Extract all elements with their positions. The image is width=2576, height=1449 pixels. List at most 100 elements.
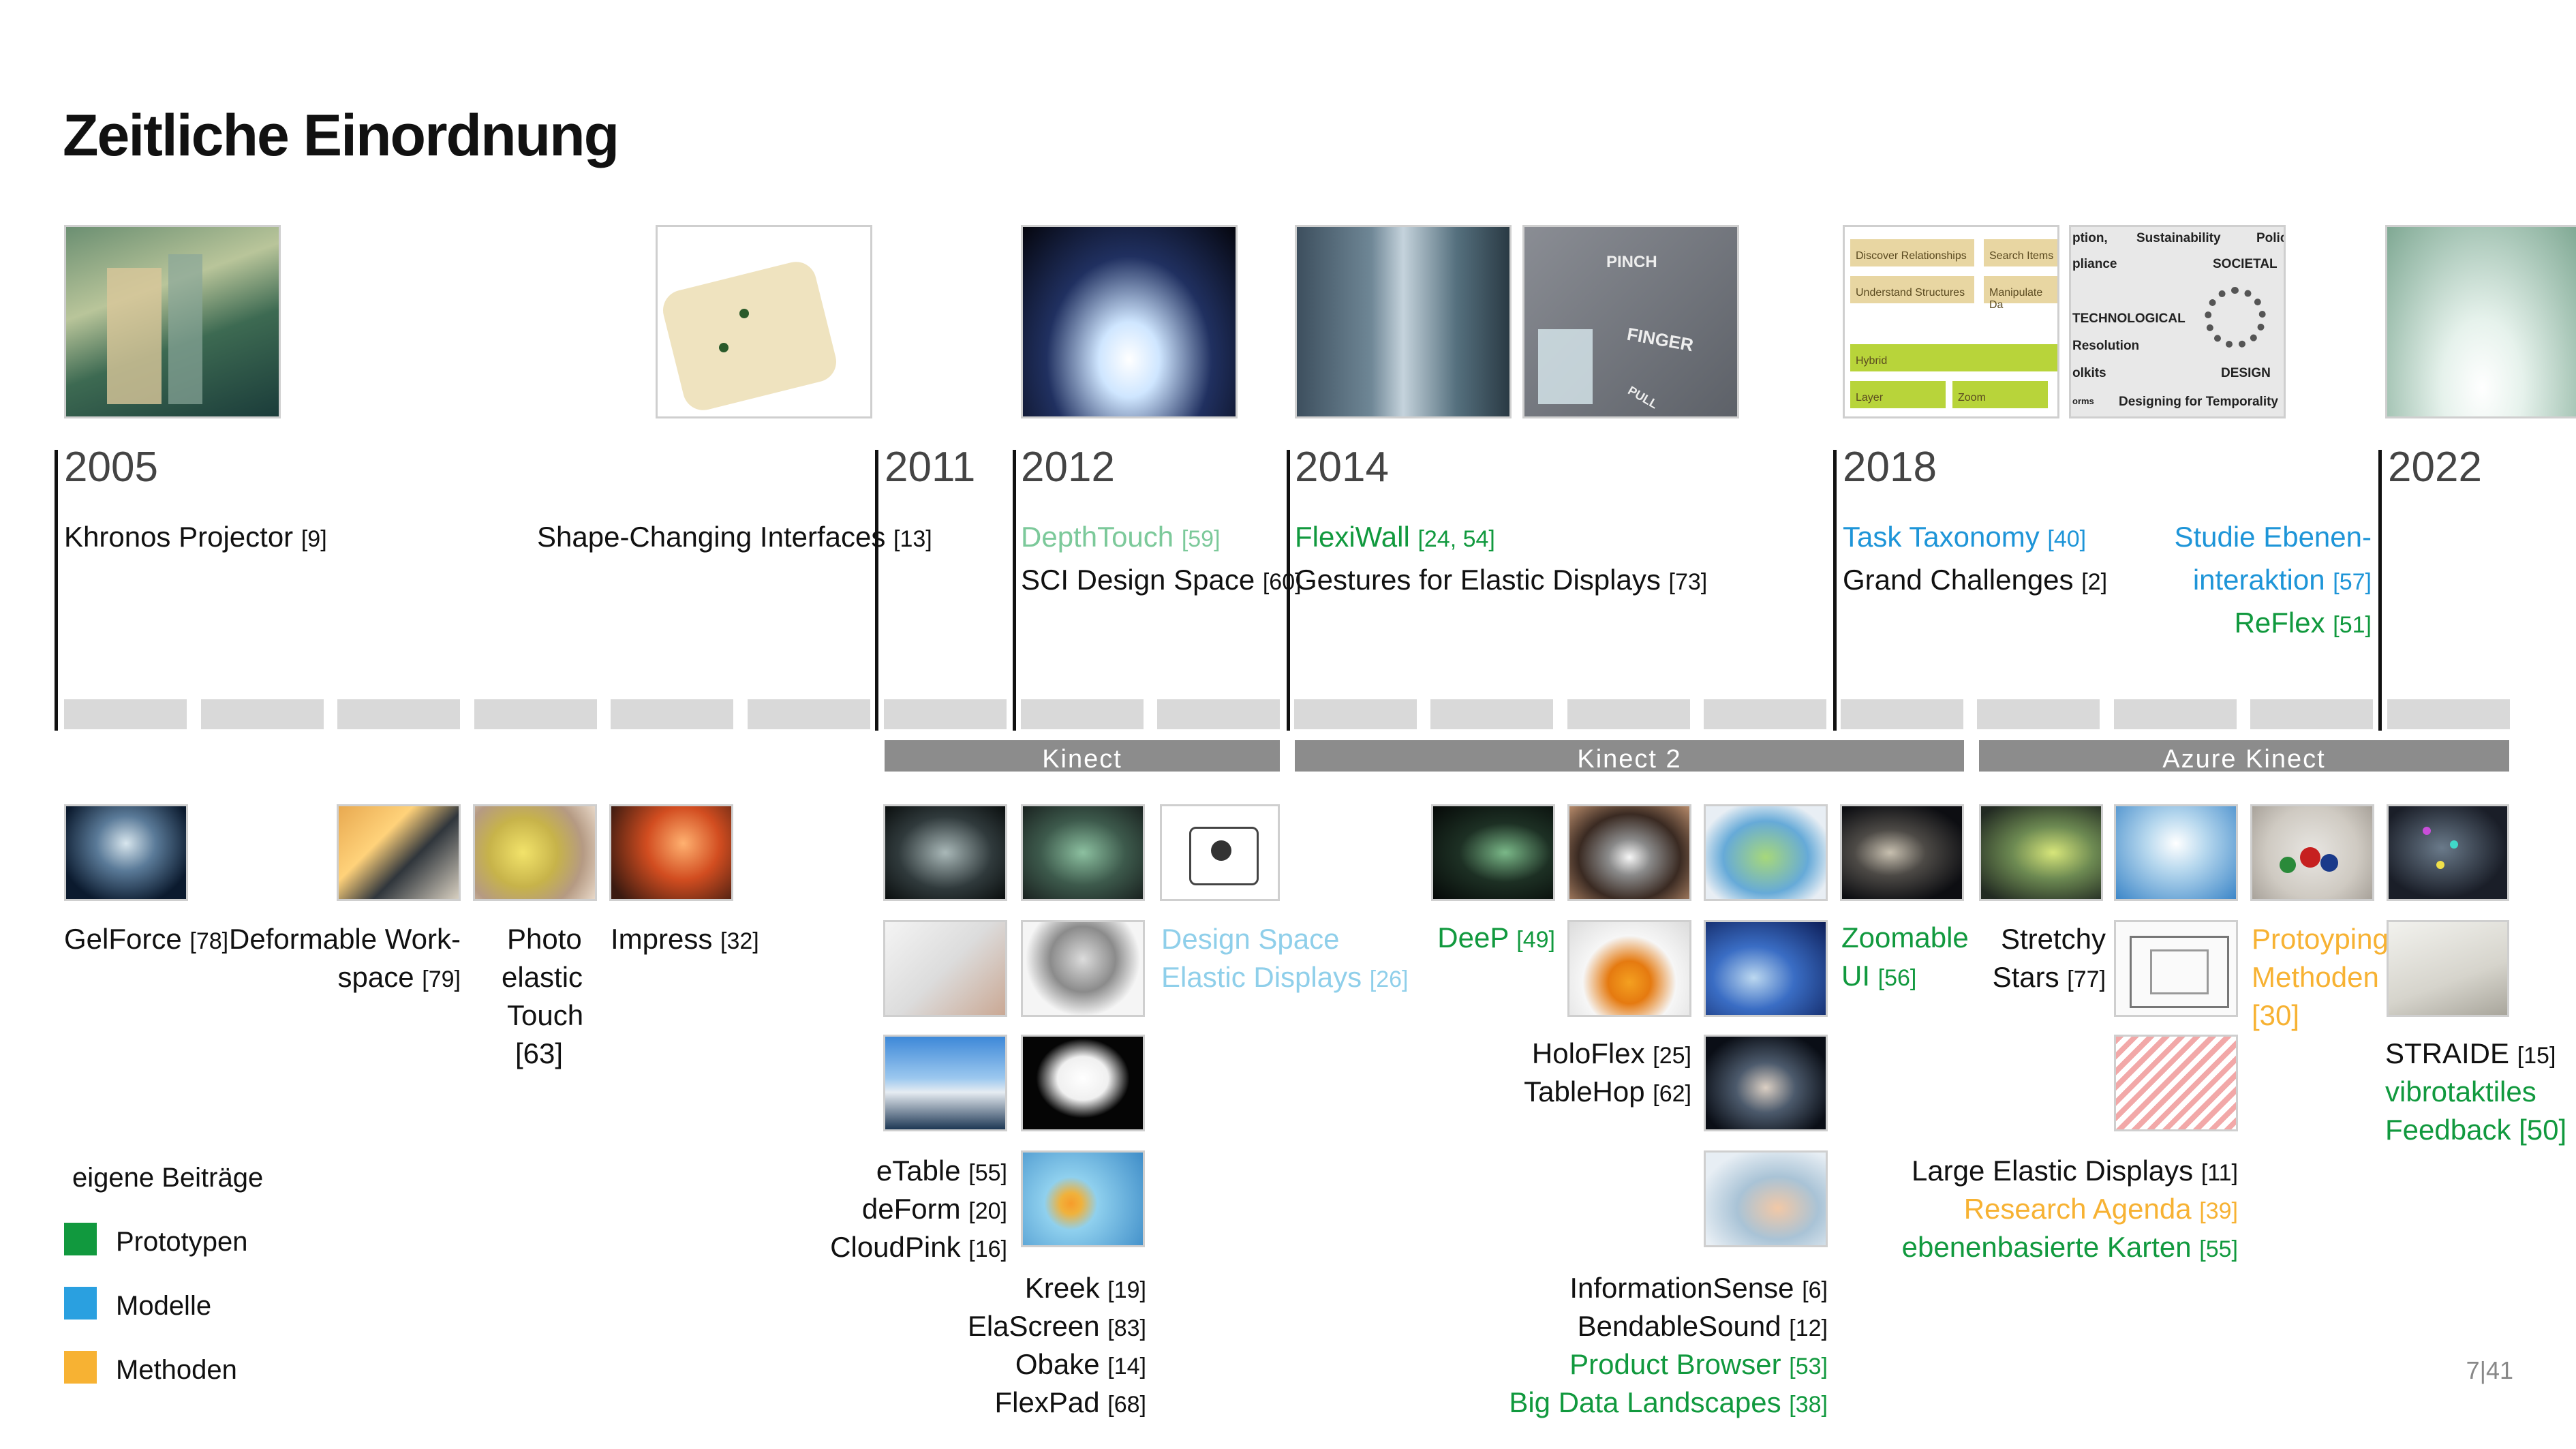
design-space-label: Elastic Displays [26]: [1161, 961, 1409, 993]
year-2014: 2014: [1295, 444, 1389, 491]
legend-item-models: Modelle: [116, 1291, 212, 1321]
photoelastic-label: [63]: [515, 1037, 564, 1069]
gelforce-label: GelForce [78]: [64, 923, 229, 955]
cloudpink-label: CloudPink [16]: [830, 1231, 1007, 1263]
task-box: Understand Structures: [1850, 276, 1974, 303]
gear-icon: [2205, 287, 2266, 348]
photoelastic-label: elastic: [502, 961, 583, 993]
pinch-text: PINCH: [1606, 253, 1657, 271]
impress-label: Impress [32]: [611, 923, 759, 955]
year-line-2018: [1833, 450, 1837, 731]
legend-item-methods: Methoden: [116, 1355, 237, 1385]
timeline-segment: [1977, 699, 2100, 729]
protoyping-methoden-label: Protoyping: [2252, 923, 2389, 955]
year-line-2022: [2378, 450, 2382, 731]
year-line-2005: [55, 450, 58, 731]
product-browser-label: Product Browser [53]: [1569, 1348, 1828, 1380]
research-agenda-image: [2114, 804, 2238, 901]
impress-image: [609, 804, 733, 901]
finger-text: FINGER: [1625, 323, 1696, 356]
legend-heading: eigene Beiträge: [72, 1163, 264, 1193]
cloudpink-image: [883, 1035, 1007, 1131]
informationsense-image: [1704, 1035, 1828, 1131]
ebenenbasierte-karten-label: ebenenbasierte Karten [55]: [1901, 1231, 2238, 1263]
flexiwall-label: FlexiWall [24, 54]: [1295, 521, 1495, 553]
sci-design-space-label: SCI Design Space [60]: [1021, 564, 1302, 596]
tablehop-image-1: [1704, 804, 1828, 901]
timeline-segment: [2250, 699, 2373, 729]
research-agenda-label: Research Agenda [39]: [1963, 1193, 2238, 1225]
design-space-image: [1160, 804, 1280, 901]
timeline-segment: [1430, 699, 1553, 729]
task-taxonomy-label: Task Taxonomy [40]: [1843, 521, 2087, 553]
large-elastic-displays-image-1: [2114, 920, 2238, 1017]
zoomable-ui-image: [1840, 804, 1964, 901]
gestures-label: Gestures for Elastic Displays [73]: [1295, 564, 1708, 596]
legend-swatch-methods: [64, 1351, 97, 1384]
reflex-label: ReFlex [51]: [2234, 607, 2372, 639]
photoelastic-label: Photo: [507, 923, 582, 955]
azure-kinect-bar: Azure Kinect: [1979, 740, 2509, 774]
legend-swatch-models: [64, 1287, 97, 1320]
deform-image-1: [1021, 804, 1145, 901]
straide-image-1: [2387, 804, 2509, 901]
tablehop-label: TableHop [62]: [1524, 1076, 1691, 1108]
depthtouch-image: [1021, 225, 1238, 418]
gestures-image: PINCH FINGER PULL: [1522, 225, 1739, 418]
task-box: Discover Relationships: [1850, 239, 1974, 266]
timeline-segment: [2113, 699, 2237, 729]
timeline-segment: [337, 699, 460, 729]
flexpad-label: FlexPad [68]: [994, 1386, 1146, 1418]
year-line-2014: [1287, 450, 1290, 731]
timeline-segment: [1157, 699, 1280, 729]
timeline-segment: [1293, 699, 1417, 729]
gelforce-image: [64, 804, 188, 901]
grand-challenges-image: ption, Sustainability Polic pliance SOCI…: [2069, 225, 2286, 418]
grand-challenges-label: Grand Challenges [2]: [1843, 564, 2108, 596]
protoyping-methoden-label: [30]: [2252, 999, 2300, 1031]
holoflex-image-2: [1567, 920, 1691, 1017]
etable-image-1: [883, 804, 1007, 901]
timeline-segment: [1567, 699, 1690, 729]
deformable-workspace-image: [337, 804, 461, 901]
timeline-segment: [611, 699, 733, 729]
timeline-segment: [1020, 699, 1144, 729]
tablehop-image-2: [1704, 920, 1828, 1017]
year-2011: 2011: [885, 444, 976, 491]
holoflex-image-1: [1567, 804, 1691, 901]
year-2022: 2022: [2388, 444, 2482, 491]
task-taxonomy-image: Discover Relationships Search Items Unde…: [1843, 225, 2059, 418]
obake-label: Obake [14]: [1015, 1348, 1146, 1380]
interaction-box: Layer: [1850, 381, 1946, 408]
stretchy-stars-image: [1979, 804, 2103, 901]
deformable-workspace-label: Deformable Work-: [229, 923, 461, 955]
etable-label: eTable [55]: [876, 1155, 1007, 1187]
protoyping-methoden-label: Methoden: [2252, 961, 2379, 993]
depthtouch-label: DepthTouch [59]: [1021, 521, 1221, 553]
year-2018: 2018: [1843, 444, 1937, 491]
timeline-segment: [884, 699, 1007, 729]
khronos-image: [64, 225, 281, 418]
timeline-segment: [64, 699, 187, 729]
deform-label: deForm [20]: [861, 1193, 1007, 1225]
kreek-label: Kreek [19]: [1024, 1272, 1146, 1304]
shape-changing-image: [656, 225, 872, 418]
timeline-segment: [747, 699, 870, 729]
vibrotaktiles-label: vibrotaktiles: [2385, 1076, 2536, 1108]
khronos-label: Khronos Projector [9]: [64, 521, 327, 553]
zoomable-ui-label: Zoomable: [1841, 921, 1969, 954]
protoyping-methoden-image: [2250, 804, 2374, 901]
year-line-2012: [1013, 450, 1016, 731]
bendablesound-image: [1704, 1150, 1828, 1247]
elascreen-label: ElaScreen [83]: [967, 1310, 1146, 1342]
flexiwall-image: [1295, 225, 1512, 418]
year-line-2011: [875, 450, 878, 731]
straide-image-2: [2387, 920, 2509, 1017]
timeline-segment: [2387, 699, 2510, 729]
bendablesound-label: BendableSound [12]: [1577, 1310, 1828, 1342]
stretchy-stars-label: Stars [77]: [1992, 961, 2106, 993]
photoelastic-touch-image: [473, 804, 597, 901]
straide-label: STRAIDE [15]: [2385, 1037, 2556, 1069]
pull-text: PULL: [1625, 383, 1661, 412]
studie-label: Studie Ebenen-: [2174, 521, 2372, 553]
